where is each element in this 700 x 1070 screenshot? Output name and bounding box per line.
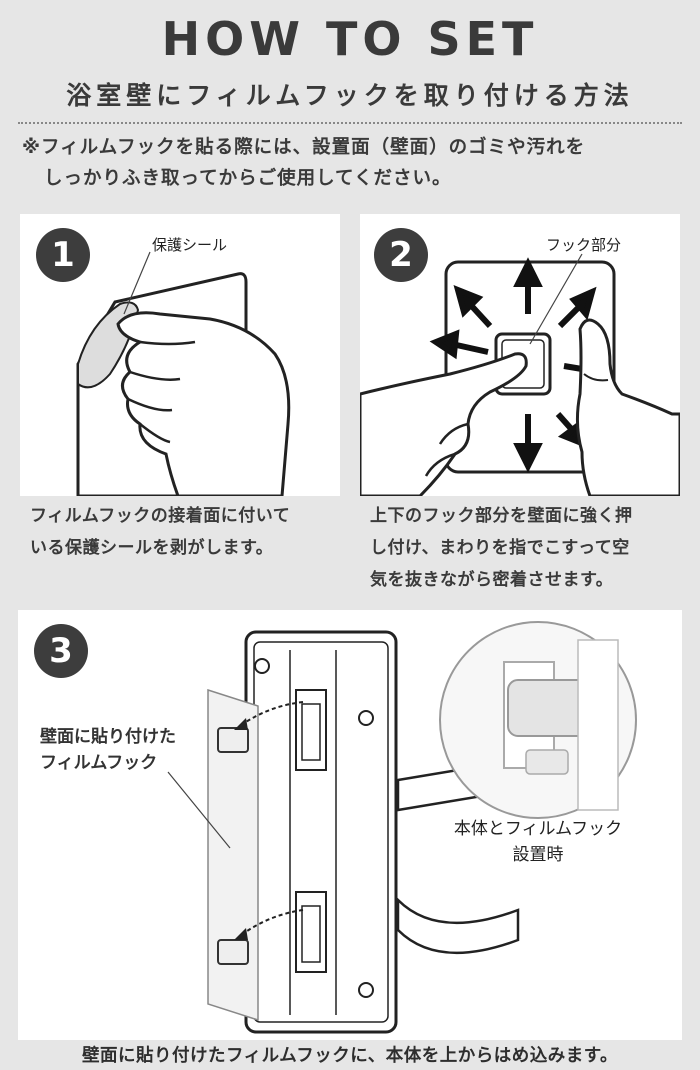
step-1-panel: 1 保護シール (20, 214, 340, 496)
step-3-label-line-2: フィルムフック (40, 753, 158, 773)
step-1-illustration (76, 251, 291, 496)
step-1-badge: 1 (36, 228, 90, 282)
usage-note: ※フィルムフックを貼る際には、設置面（壁面）のゴミや汚れを しっかりふき取ってか… (22, 132, 692, 194)
step-3-inset-label: 本体とフィルムフック 設置時 (448, 816, 628, 868)
step-2-badge: 2 (374, 228, 428, 282)
step-3-inset-line-2: 設置時 (512, 845, 564, 865)
page-subtitle: 浴室壁にフィルムフックを取り付ける方法 (66, 81, 634, 110)
usage-note-line-1: ※フィルムフックを貼る際には、設置面（壁面）のゴミや汚れを (22, 137, 586, 158)
step-2-illustration (360, 253, 680, 496)
step-2-caption-line-3: 気を抜きながら密着させます。 (370, 570, 614, 590)
step-3-label-line-1: 壁面に貼り付けた (40, 727, 176, 747)
divider (18, 122, 682, 124)
step-2-label: フック部分 (546, 236, 622, 254)
step-2-caption-line-1: 上下のフック部分を壁面に強く押 (370, 506, 633, 526)
step-3-illustration (167, 621, 637, 1034)
step-2-caption-line-2: し付け、まわりを指でこすって空 (370, 538, 630, 558)
page-title: HOW TO SET (161, 12, 539, 66)
step-3-inset-line-1: 本体とフィルムフック (453, 819, 623, 839)
step-1-caption-line-1: フィルムフックの接着面に付いて (30, 506, 291, 526)
step-3-caption: 壁面に貼り付けたフィルムフックに、本体を上からはめ込みます。 (82, 1046, 618, 1066)
step-1-label: 保護シール (152, 236, 228, 254)
step-3-badge: 3 (34, 624, 88, 678)
step-1-caption: フィルムフックの接着面に付いて いる保護シールを剥がします。 (30, 500, 350, 564)
step-2-panel: 2 フック部分 (360, 214, 680, 496)
step-3-label: 壁面に貼り付けた フィルムフック (40, 724, 176, 776)
step-1-caption-line-2: いる保護シールを剥がします。 (30, 538, 274, 558)
usage-note-line-2: しっかりふき取ってからご使用してください。 (44, 168, 452, 189)
step-2-caption: 上下のフック部分を壁面に強く押 し付け、まわりを指でこすって空 気を抜きながら密… (370, 500, 690, 596)
step-3-panel: 3 壁面に貼り付けた フィルムフック 本体とフィルムフック 設置時 (18, 610, 682, 1040)
